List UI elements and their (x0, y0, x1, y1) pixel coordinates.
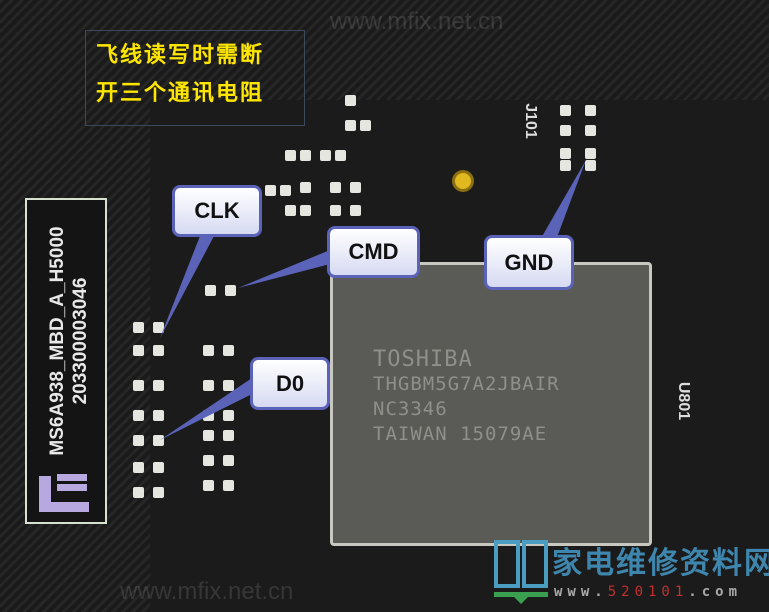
solder-pad (345, 120, 356, 131)
solder-pad (300, 205, 311, 216)
url-suffix: .com (688, 584, 743, 600)
solder-pad (225, 285, 236, 296)
chip-part: THGBM5G7A2JBAIR (373, 373, 560, 395)
faint-watermark: www.mfix.net.cn (120, 578, 294, 605)
board-label: MS6A938_MBD_A_H5000 203300003046 (25, 198, 107, 524)
watermark-title: 家电维修资料网 (552, 546, 769, 581)
solder-pad (133, 410, 144, 421)
solder-pad (223, 480, 234, 491)
solder-pad (153, 322, 164, 333)
solder-pad (345, 95, 356, 106)
callout-cmd: CMD (327, 226, 420, 278)
solder-pad (330, 205, 341, 216)
emmc-chip: TOSHIBA THGBM5G7A2JBAIR NC3346 TAIWAN 15… (330, 262, 652, 546)
solder-pad (335, 150, 346, 161)
solder-pad (133, 435, 144, 446)
chip-code: NC3346 (373, 398, 448, 420)
d0-pointer (160, 378, 252, 440)
test-point (452, 170, 474, 192)
book-logo-icon (494, 540, 548, 604)
site-watermark: 家电维修资料网 www.520101.com (492, 536, 769, 612)
watermark-url: www.520101.com (554, 584, 742, 600)
solder-pad (265, 185, 276, 196)
solder-pad (133, 345, 144, 356)
solder-pad (360, 120, 371, 131)
solder-pad (560, 105, 571, 116)
solder-pad (133, 322, 144, 333)
callout-gnd: GND (484, 235, 574, 290)
solder-pad (350, 182, 361, 193)
solder-pad (285, 150, 296, 161)
solder-pad (133, 380, 144, 391)
gnd-pointer (540, 160, 586, 240)
solder-pad (350, 205, 361, 216)
solder-pad (133, 487, 144, 498)
solder-pad (300, 150, 311, 161)
solder-pad (153, 435, 164, 446)
solder-pad (153, 487, 164, 498)
solder-pad (203, 430, 214, 441)
solder-pad (203, 380, 214, 391)
solder-pad (133, 462, 144, 473)
solder-pad (560, 125, 571, 136)
solder-pad (285, 205, 296, 216)
solder-pad (203, 480, 214, 491)
solder-pad (585, 105, 596, 116)
solder-pad (280, 185, 291, 196)
le-logo-icon (39, 474, 89, 512)
solder-pad (153, 410, 164, 421)
clk-pointer (160, 236, 214, 338)
solder-pad (203, 345, 214, 356)
note-line-2: 开三个通讯电阻 (96, 81, 265, 106)
solder-pad (153, 462, 164, 473)
url-prefix: www. (554, 584, 608, 600)
chip-origin: TAIWAN 15079AE (373, 423, 548, 445)
cmd-pointer (238, 250, 330, 288)
callout-d0: D0 (250, 357, 330, 410)
solder-pad (300, 182, 311, 193)
faint-watermark: www.mfix.net.cn (330, 8, 504, 35)
solder-pad (585, 160, 596, 171)
solder-pad (223, 345, 234, 356)
chip-brand: TOSHIBA (373, 347, 473, 372)
solder-pad (223, 410, 234, 421)
solder-pad (320, 150, 331, 161)
solder-pad (560, 160, 571, 171)
solder-pad (223, 430, 234, 441)
solder-pad (330, 182, 341, 193)
solder-pad (153, 345, 164, 356)
solder-pad (153, 380, 164, 391)
url-number: 520101 (607, 584, 689, 600)
solder-pad (203, 455, 214, 466)
callout-clk: CLK (172, 185, 262, 237)
solder-pad (585, 125, 596, 136)
solder-pad (585, 148, 596, 159)
solder-pad (205, 285, 216, 296)
solder-pad (223, 380, 234, 391)
solder-pad (560, 148, 571, 159)
note-line-1: 飞线读写时需断 (96, 43, 265, 68)
solder-pad (223, 455, 234, 466)
annotation-note: 飞线读写时需断 开三个通讯电阻 (85, 30, 305, 126)
